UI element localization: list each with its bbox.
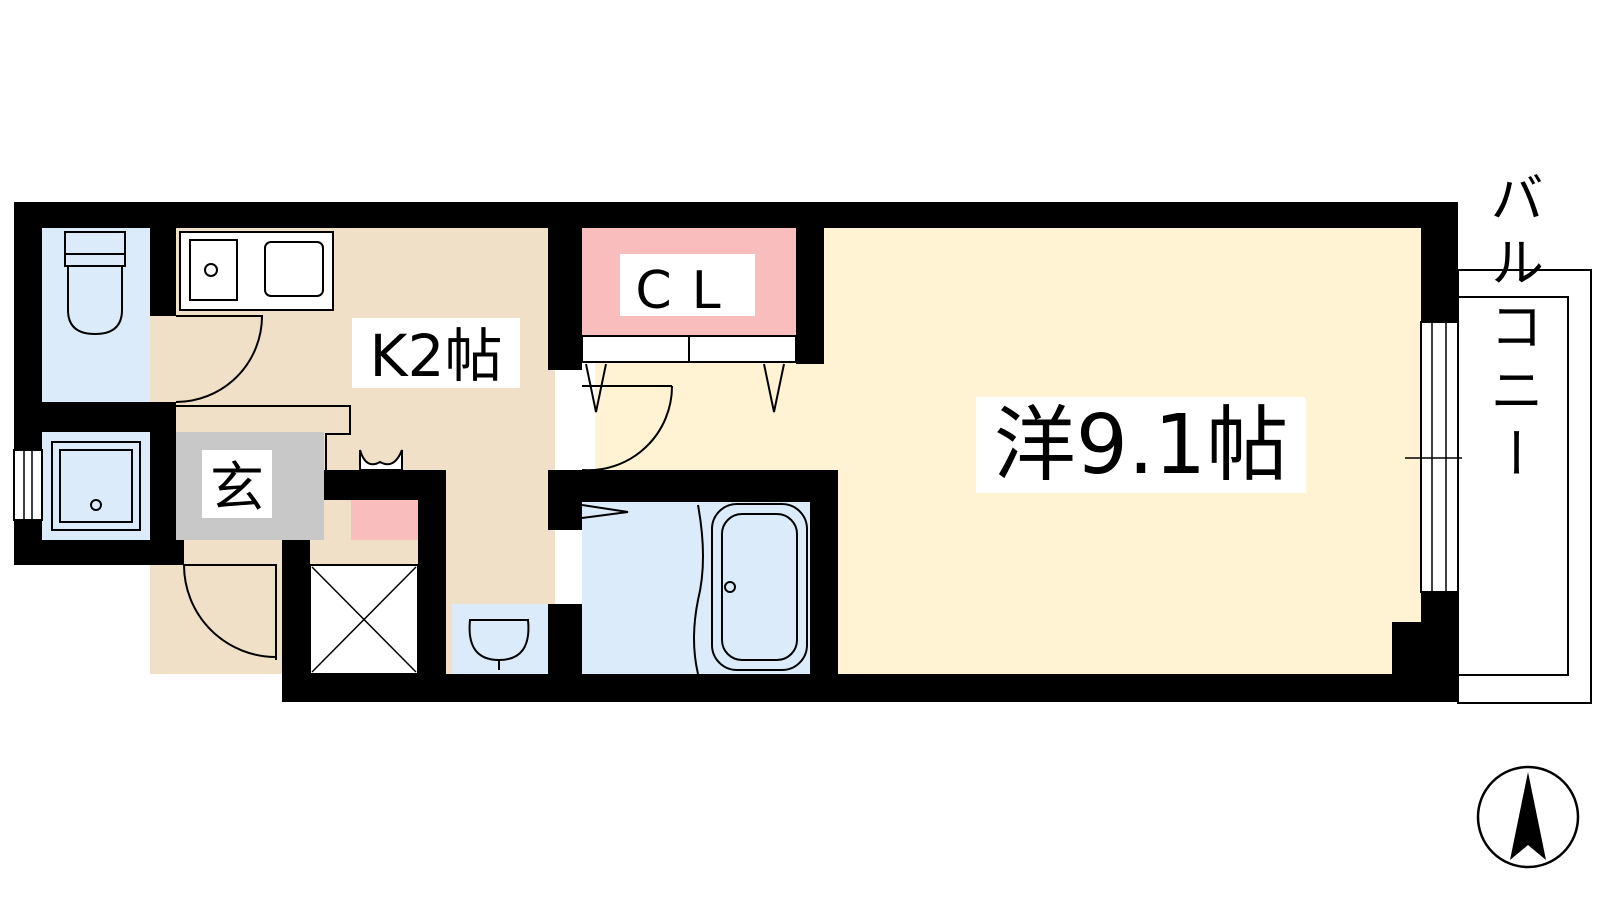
shoe-box (351, 500, 419, 540)
washing-machine-pan-icon (51, 441, 141, 531)
western-room-extension (595, 355, 825, 473)
walls (14, 202, 1458, 702)
compass-north-icon (1476, 765, 1580, 869)
doors (175, 315, 797, 660)
kitchen-label: K2帖 (370, 322, 503, 390)
bathroom-room (582, 502, 815, 674)
window-balcony (1420, 321, 1459, 593)
stove-icon (189, 239, 238, 301)
storage-x-icon-2 (311, 566, 417, 673)
western-room-label: 洋9.1帖 (994, 398, 1288, 493)
entrance-label: 玄 (210, 456, 264, 519)
bathtub-icon (693, 503, 808, 675)
washbasin-icon (468, 619, 530, 670)
closet-label: CL (635, 261, 740, 321)
kitchen-counter (179, 231, 334, 311)
toilet-icon (64, 231, 126, 336)
balcony-label: バルコニー (1481, 170, 1544, 490)
sink-icon (264, 241, 324, 297)
window-left (13, 449, 43, 521)
